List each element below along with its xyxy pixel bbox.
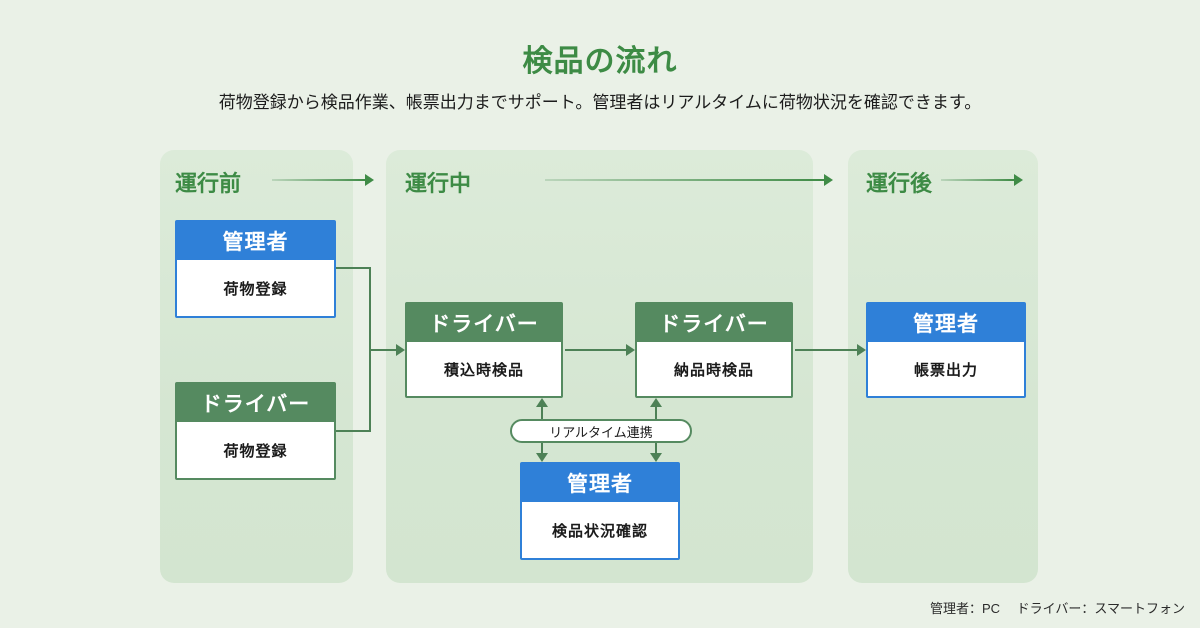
arrow-head-icon <box>626 344 635 356</box>
phase-arrow-line-pre <box>272 179 365 181</box>
phase-arrow-head-icon <box>365 174 374 186</box>
connector-delivery-to-report <box>795 349 857 351</box>
page-subtitle: 荷物登録から検品作業、帳票出力までサポート。管理者はリアルタイムに荷物状況を確認… <box>218 93 982 112</box>
arrow-head-icon <box>536 398 548 407</box>
flow-box-report-output: 管理者 帳票出力 <box>866 302 1026 398</box>
flow-box-task: 検品状況確認 <box>522 502 678 558</box>
flow-box-role: ドライバー <box>177 384 334 422</box>
connector-to-loading-line <box>369 349 397 351</box>
phase-arrow-head-icon <box>1014 174 1023 186</box>
arrow-head-icon <box>536 453 548 462</box>
page-title: 検品の流れ <box>522 45 678 78</box>
flow-box-role: 管理者 <box>522 464 678 502</box>
phase-arrow-head-icon <box>824 174 833 186</box>
flow-box-loading-inspection: ドライバー 積込時検品 <box>405 302 563 398</box>
flow-box-task: 荷物登録 <box>177 260 334 316</box>
lane-pre-operation <box>160 150 353 583</box>
flow-box-task: 納品時検品 <box>637 342 791 396</box>
connector-driver-stub <box>336 430 370 432</box>
flow-box-task: 積込時検品 <box>407 342 561 396</box>
phase-arrow-line-mid <box>545 179 824 181</box>
flow-box-task: 荷物登録 <box>177 422 334 478</box>
flow-box-role: ドライバー <box>637 304 791 342</box>
flow-box-pre-driver: ドライバー 荷物登録 <box>175 382 336 480</box>
realtime-sync-badge: リアルタイム連携 <box>510 419 692 443</box>
flow-box-role: ドライバー <box>407 304 561 342</box>
arrow-head-icon <box>650 398 662 407</box>
flow-box-delivery-inspection: ドライバー 納品時検品 <box>635 302 793 398</box>
arrow-head-icon <box>650 453 662 462</box>
connector-manager-stub <box>336 267 370 269</box>
flow-box-role: 管理者 <box>177 222 334 260</box>
flow-box-task: 帳票出力 <box>868 342 1024 396</box>
connector-loading-to-delivery <box>565 349 627 351</box>
phase-label-post: 運行後 <box>866 171 933 196</box>
flow-box-status-check: 管理者 検品状況確認 <box>520 462 680 560</box>
device-legend: 管理者：PC ドライバー：スマートフォン <box>929 601 1185 616</box>
arrow-head-icon <box>857 344 866 356</box>
flow-box-pre-manager: 管理者 荷物登録 <box>175 220 336 318</box>
flow-box-role: 管理者 <box>868 304 1024 342</box>
phase-arrow-line-post <box>941 179 1014 181</box>
arrow-head-icon <box>396 344 405 356</box>
phase-label-pre: 運行前 <box>175 171 242 196</box>
phase-label-mid: 運行中 <box>405 171 472 196</box>
